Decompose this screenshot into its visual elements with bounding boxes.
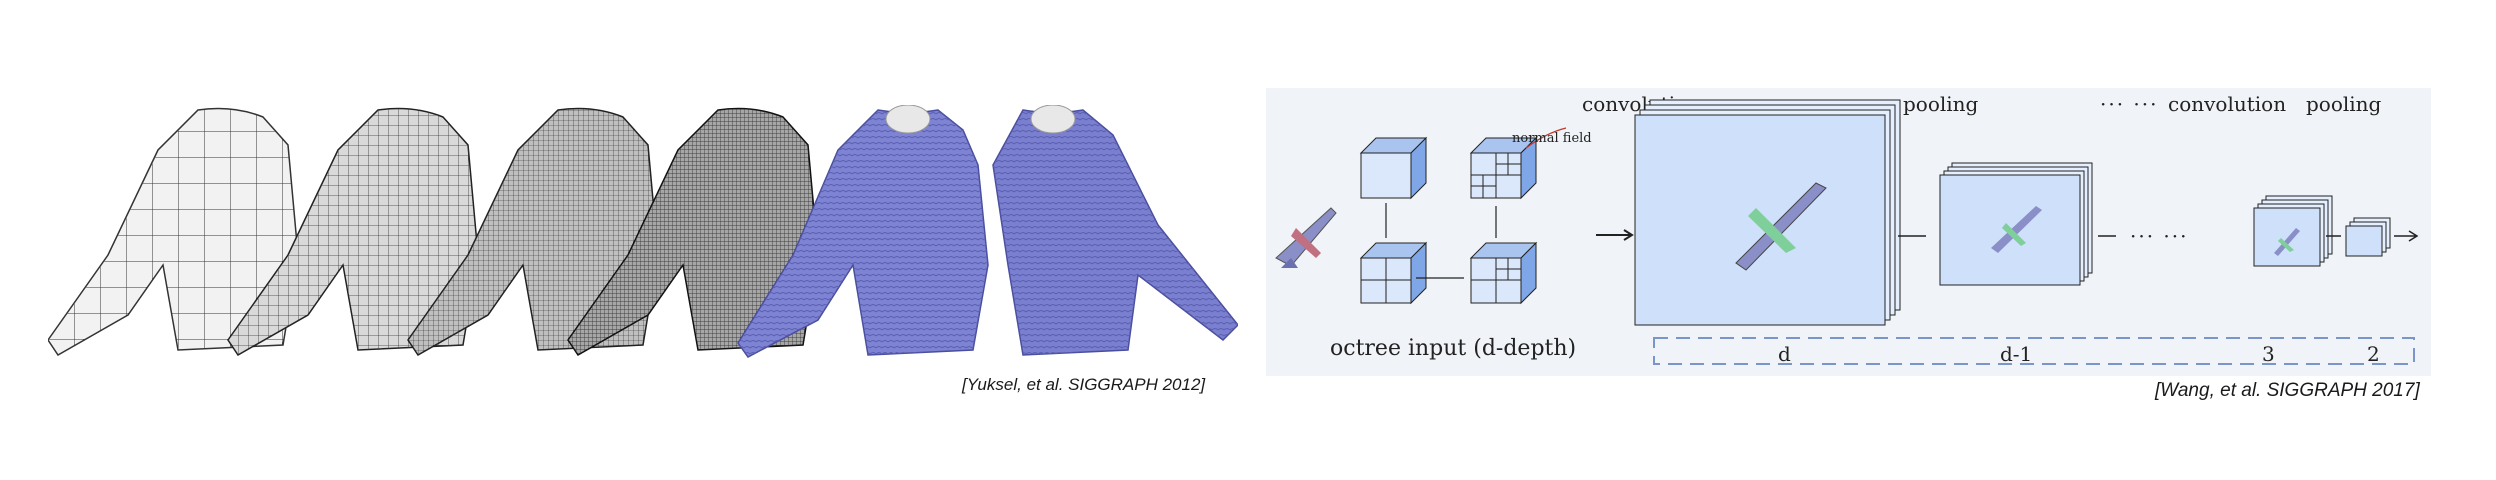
- depth-label-d-1: d-1: [2000, 342, 2033, 366]
- sweater-finest-mesh: [567, 107, 819, 356]
- octree-input-label: octree input (d-depth): [1330, 336, 1577, 361]
- octree-cube-depth-0: [1359, 136, 1428, 200]
- octree-cube-depth-2: [1469, 136, 1538, 200]
- feature-map-stack-d-1: [1939, 162, 2093, 286]
- header-pooling-2: pooling: [2306, 92, 2382, 116]
- feature-map-stack-d: [1634, 99, 1901, 326]
- depth-label-2: 2: [2367, 342, 2380, 366]
- header-convolution-2: convolution: [2168, 92, 2287, 116]
- airplane-input-icon: [1275, 207, 1337, 268]
- octree-cube-depth-1: [1359, 241, 1428, 305]
- feature-map-stack-3: [2253, 195, 2333, 267]
- sweater-medium-mesh: [227, 107, 479, 356]
- depth-label-d: d: [1778, 342, 1791, 366]
- normal-field-pointer: [1525, 127, 1567, 149]
- right-figure-caption: [Wang, et al. SIGGRAPH 2017]: [2155, 380, 2420, 401]
- arrow-output: [2394, 230, 2419, 242]
- sweater-knit-yarn: [737, 105, 989, 358]
- header-dots: ··· ···: [2100, 92, 2159, 116]
- depth-label-3: 3: [2262, 342, 2275, 366]
- arrow-to-feature-map: [1596, 229, 1634, 241]
- left-figure-caption: [Yuksel, et al. SIGGRAPH 2012]: [962, 375, 1206, 394]
- sweater-fine-mesh: [407, 107, 659, 356]
- depth-bracket: [1653, 337, 2415, 365]
- normal-field-label: normal field: [1512, 131, 1592, 146]
- header-pooling-1: pooling: [1903, 92, 1979, 116]
- sweater-mesh-progression: [48, 105, 1238, 358]
- sweater-knit-yarn-front: [992, 105, 1238, 356]
- ocnn-diagram: [1275, 99, 2419, 365]
- octree-cube-depth-3: [1469, 241, 1538, 305]
- dots-mid: ··· ···: [2130, 224, 2189, 248]
- feature-map-stack-2: [2345, 217, 2391, 257]
- sweater-coarse-mesh: [48, 107, 299, 356]
